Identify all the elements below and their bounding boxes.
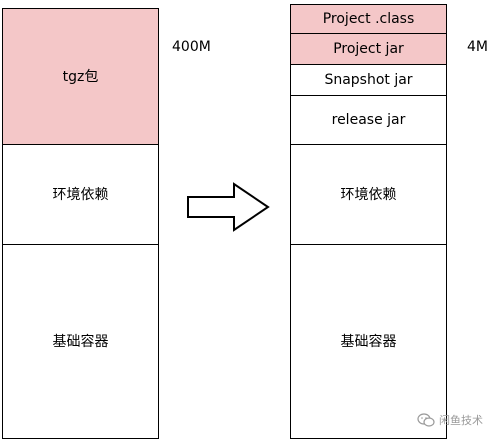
- right-project-jar-block: Project jar: [290, 33, 447, 65]
- right-project-class-label: Project .class: [322, 11, 415, 27]
- right-base-container-label: 基础容器: [340, 333, 397, 350]
- left-base-container-block: 基础容器: [2, 244, 159, 439]
- right-base-container-block: 基础容器: [290, 244, 447, 439]
- wechat-icon: [417, 413, 435, 427]
- right-project-class-block: Project .class: [290, 4, 447, 34]
- left-size-label: 400M: [172, 39, 211, 55]
- left-env-deps-label: 环境依赖: [52, 186, 109, 203]
- right-arrow-icon: [187, 182, 270, 232]
- right-snapshot-jar-block: Snapshot jar: [290, 64, 447, 96]
- right-release-jar-block: release jar: [290, 95, 447, 145]
- right-snapshot-jar-label: Snapshot jar: [324, 72, 413, 88]
- left-env-deps-block: 环境依赖: [2, 144, 159, 245]
- right-project-jar-label: Project jar: [333, 41, 404, 57]
- left-tgz-package-label: tgz包: [62, 68, 99, 85]
- left-tgz-package-block: tgz包: [2, 8, 159, 145]
- right-release-jar-label: release jar: [331, 112, 406, 128]
- left-base-container-label: 基础容器: [52, 333, 109, 350]
- watermark-text: 闲鱼技术: [439, 414, 483, 427]
- right-size-label: 4M: [467, 39, 488, 55]
- right-env-deps-block: 环境依赖: [290, 144, 447, 245]
- right-env-deps-label: 环境依赖: [340, 186, 397, 203]
- watermark: 闲鱼技术: [417, 412, 483, 428]
